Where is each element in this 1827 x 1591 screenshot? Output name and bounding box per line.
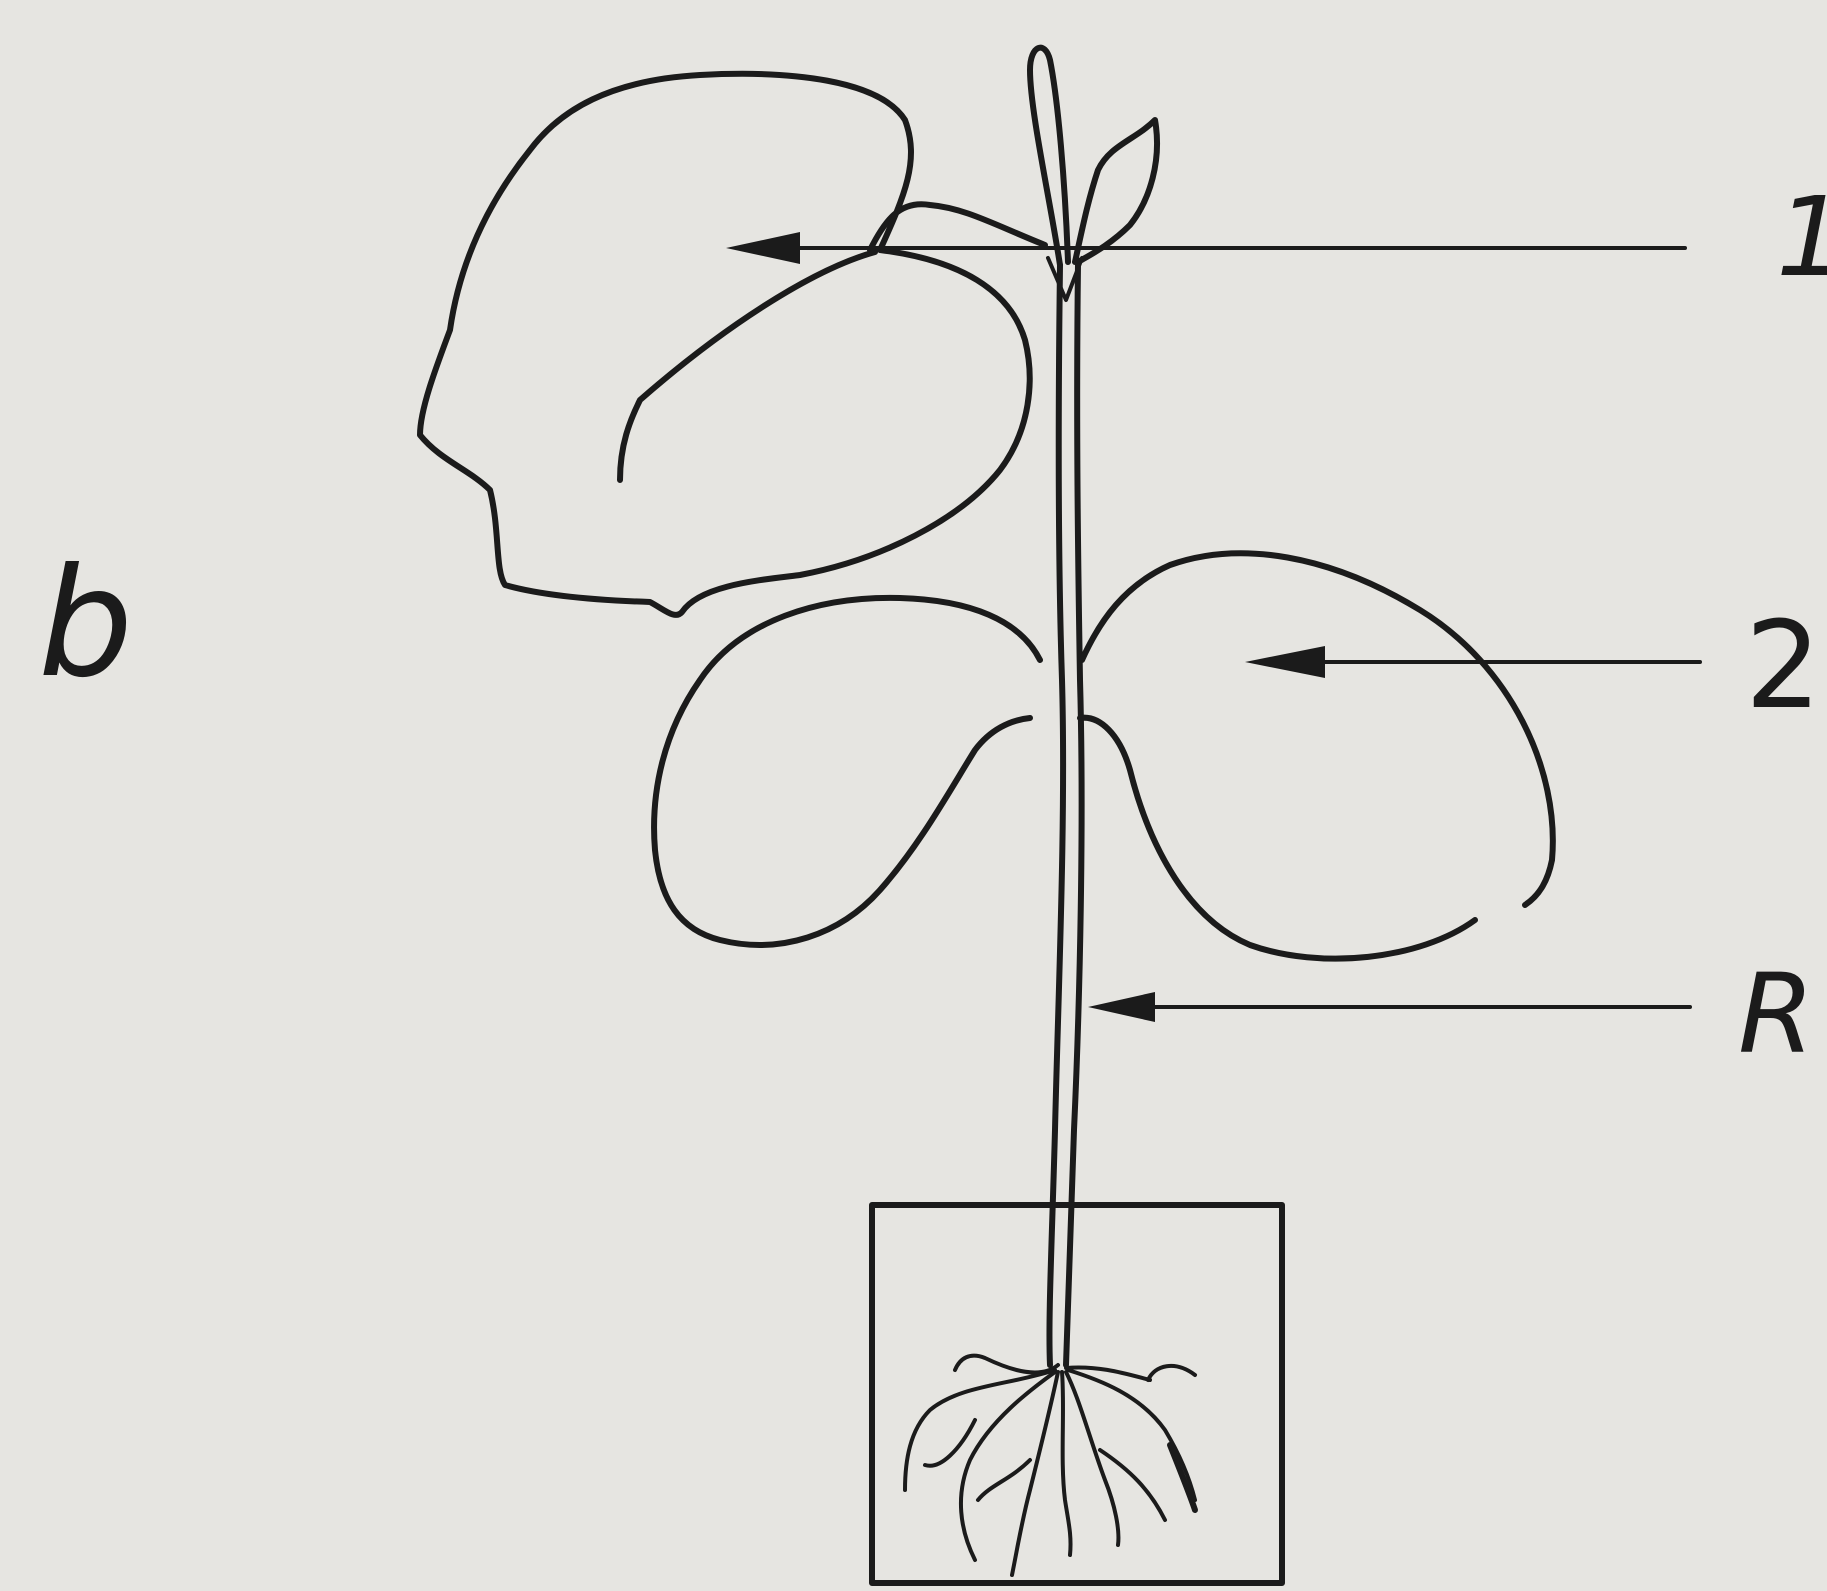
arrowhead-2 <box>1245 646 1325 678</box>
left-cotyledon <box>654 598 1040 945</box>
panel-label: b <box>38 537 133 711</box>
terminal-bud <box>1030 48 1157 300</box>
callout-label-2: 2 <box>1745 597 1821 736</box>
right-cotyledon <box>1080 553 1553 958</box>
arrowhead-R <box>1088 992 1155 1022</box>
callout-label-R: R <box>1738 950 1814 1078</box>
stem <box>1049 265 1081 1365</box>
first-foliage-leaf <box>420 74 1045 615</box>
callout-R: R <box>1088 950 1814 1078</box>
callout-1: 1 <box>726 173 1827 301</box>
callout-label-1: 1 <box>1776 173 1827 301</box>
roots <box>905 1356 1195 1575</box>
arrowhead-1 <box>726 232 800 264</box>
callout-2: 2 <box>1245 597 1821 736</box>
